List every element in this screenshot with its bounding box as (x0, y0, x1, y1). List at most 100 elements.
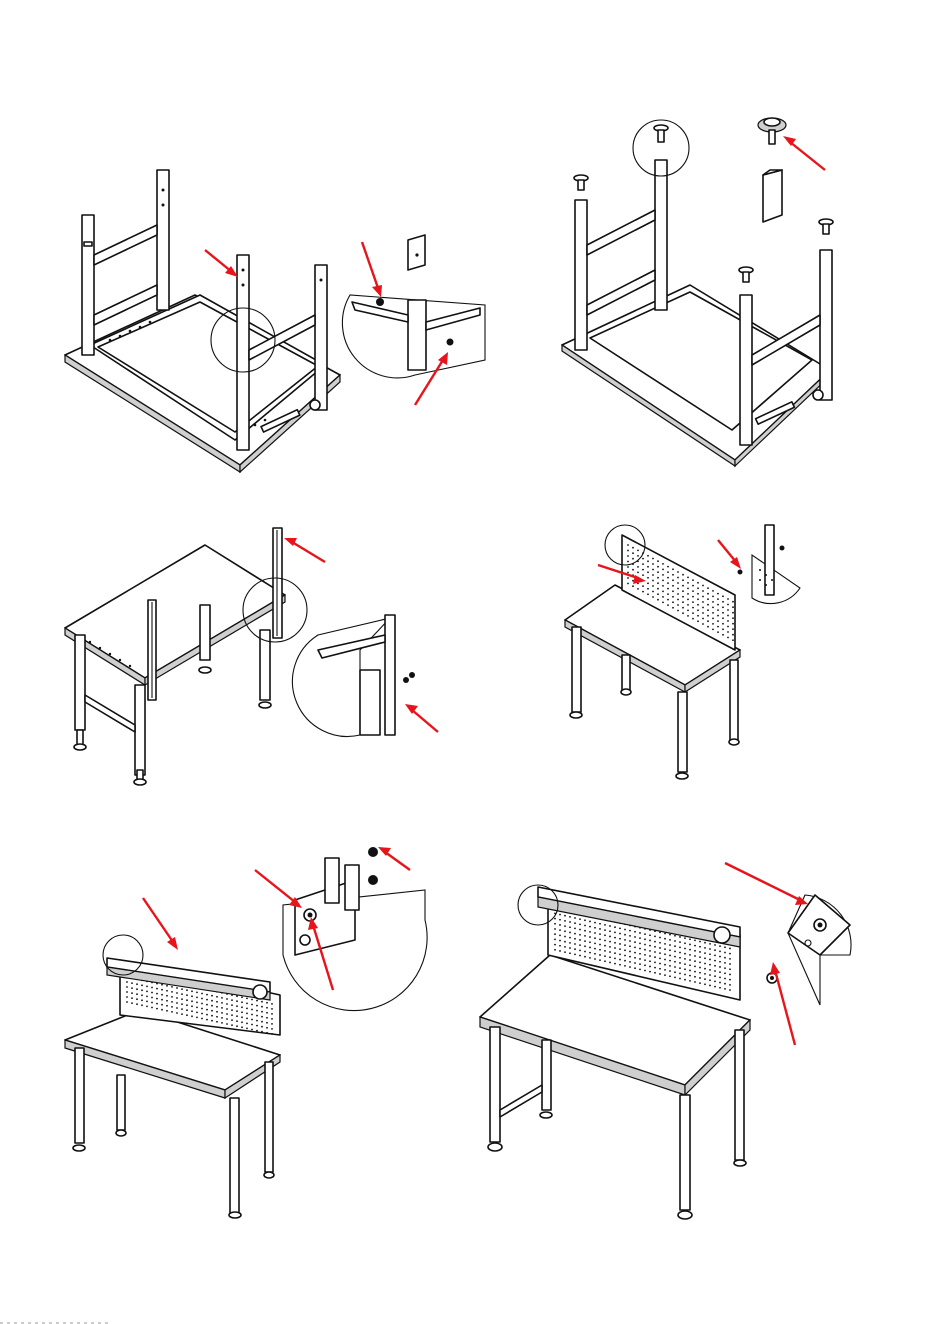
pegboard-hole (652, 563, 654, 565)
pegboard-hole (664, 953, 666, 955)
pegboard-hole (692, 607, 694, 609)
pegboard-hole (664, 974, 666, 976)
pegboard-hole (241, 1016, 243, 1018)
pegboard-hole (136, 983, 138, 985)
pegboard-hole (674, 966, 676, 968)
pegboard-hole (729, 963, 731, 965)
pegboard-hole (687, 610, 689, 612)
pegboard-hole (714, 944, 716, 946)
zoom-detail-shelf-bracket (283, 847, 427, 1011)
pegboard-hole (704, 942, 706, 944)
pegboard-hole (684, 979, 686, 981)
pegboard-hole (717, 620, 719, 622)
pegboard-hole (126, 1001, 128, 1003)
leg-front-right (315, 265, 327, 410)
pegboard-hole (619, 943, 621, 945)
pegboard-hole (599, 933, 601, 935)
pegboard-hole (629, 945, 631, 947)
pegboard-hole (251, 1009, 253, 1011)
pegboard-hole (659, 968, 661, 970)
pegboard-hole (221, 1012, 223, 1014)
pegboard-hole (699, 951, 701, 953)
pegboard-hole (609, 925, 611, 927)
pegboard-hole (579, 949, 581, 951)
pegboard-hole (231, 1014, 233, 1016)
pegboard-hole (256, 1020, 258, 1022)
pegboard-hole (161, 994, 163, 996)
pegboard-hole (579, 918, 581, 920)
pegboard-hole (156, 1003, 158, 1005)
pegboard-hole (679, 957, 681, 959)
pegboard-hole (236, 1025, 238, 1027)
pegboard-hole (131, 987, 133, 989)
pegboard-hole (559, 934, 561, 936)
pegboard-hole (136, 998, 138, 1000)
pegboard-hole (584, 930, 586, 932)
pegboard-hole (632, 569, 634, 571)
pegboard-hole (697, 609, 699, 611)
pegboard-hole (246, 1013, 248, 1015)
pegboard-hole (181, 1013, 183, 1015)
pegboard-hole (629, 940, 631, 942)
pegboard-hole (632, 558, 634, 560)
pegboard-hole (664, 959, 666, 961)
pegboard-hole (136, 1003, 138, 1005)
pegboard-hole (687, 577, 689, 579)
pegboard-hole (594, 953, 596, 955)
pegboard-hole (604, 950, 606, 952)
pegboard-hole (674, 961, 676, 963)
pegboard-hole (256, 1010, 258, 1012)
pegboard-hole (554, 923, 556, 925)
step-finished-bench (470, 855, 890, 1225)
leg-back-right (654, 125, 668, 310)
pegboard-hole (702, 601, 704, 603)
pegboard-hole (689, 954, 691, 956)
pegboard-hole (569, 926, 571, 928)
pegboard-hole (682, 579, 684, 581)
pegboard-hole (659, 942, 661, 944)
pegboard-hole (266, 1012, 268, 1014)
pegboard-hole (624, 960, 626, 962)
pegboard-hole (652, 569, 654, 571)
pegboard-hole (712, 590, 714, 592)
pegboard-hole (679, 952, 681, 954)
pegboard-hole (624, 965, 626, 967)
pegboard-hole (634, 947, 636, 949)
zoom-detail-post-bolt (292, 615, 415, 736)
pegboard-hole (271, 1023, 273, 1025)
pegboard-hole (724, 946, 726, 948)
pegboard-hole (266, 1007, 268, 1009)
pegboard-hole (241, 1001, 243, 1003)
pegboard-hole (717, 609, 719, 611)
pegboard-hole (719, 971, 721, 973)
pegboard-hole (627, 544, 629, 546)
pegboard-hole (206, 1004, 208, 1006)
pegboard-hole (732, 634, 734, 636)
pegboard-hole (559, 929, 561, 931)
pegboard-hole (719, 982, 721, 984)
pegboard-hole (176, 1007, 178, 1009)
pegboard-hole (694, 950, 696, 952)
pegboard-hole (649, 950, 651, 952)
pegboard-hole (649, 945, 651, 947)
pegboard-hole (569, 916, 571, 918)
pegboard-hole (171, 1006, 173, 1008)
pegboard-hole (176, 992, 178, 994)
pegboard-hole (564, 925, 566, 927)
pegboard-hole (659, 947, 661, 949)
pegboard-hole (574, 948, 576, 950)
pegboard-hole (674, 956, 676, 958)
pegboard-hole (647, 588, 649, 590)
pegboard-hole (261, 1001, 263, 1003)
pegboard-hole (679, 962, 681, 964)
pegboard-hole (727, 631, 729, 633)
pegboard-hole (677, 593, 679, 595)
pegboard-hole (579, 955, 581, 957)
pegboard-hole (166, 990, 168, 992)
pegboard-hole (186, 989, 188, 991)
pegboard-hole (241, 1011, 243, 1013)
pegboard-hole (654, 951, 656, 953)
pegboard-hole (221, 1007, 223, 1009)
red-arrow-icon (255, 870, 302, 908)
